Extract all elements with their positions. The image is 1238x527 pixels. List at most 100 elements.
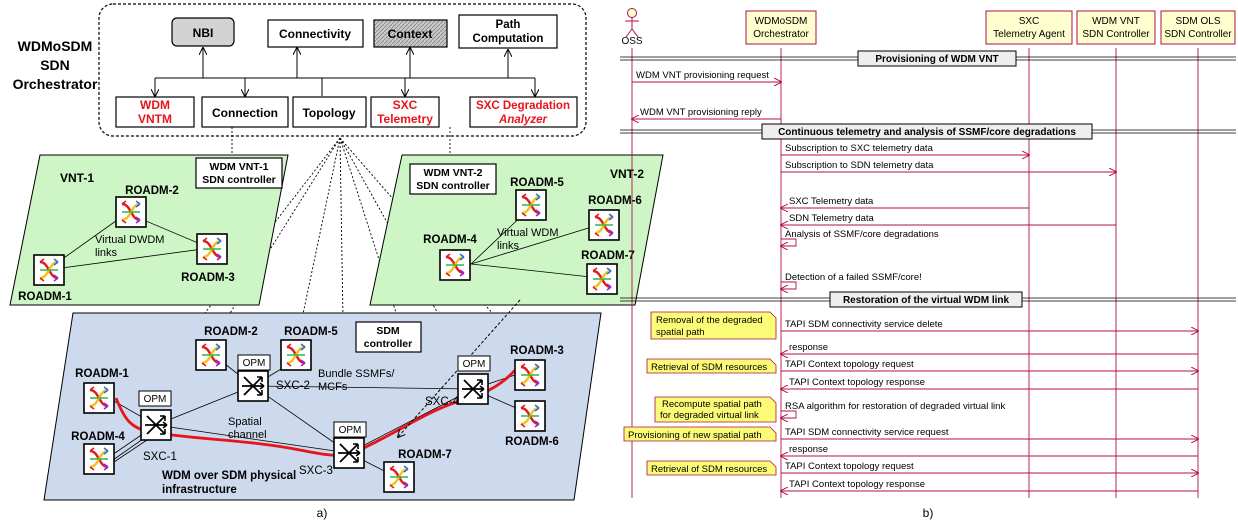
phys-roadm7-label: ROADM-7 — [398, 449, 452, 461]
opm-box-1 — [138, 390, 172, 407]
sxc-telemetry-label-1: SXC — [393, 98, 418, 112]
vnt2-virtual-wdm-1: Virtual WDM — [497, 227, 559, 239]
participant-vnt-2: SDN Controller — [1082, 29, 1150, 40]
msg-5: SXC Telemetry data — [789, 196, 874, 207]
participant-orch-1: WDMoSDM — [755, 16, 808, 27]
physical-panel: SDM controller OPM OPM OPM OPM ROADM-1 R… — [43, 299, 602, 501]
orchestrator-title-2: SDN — [40, 57, 70, 73]
opm-label-1: OPM — [144, 394, 167, 405]
vnt1-panel: VNT-1 WDM VNT-1 SDN controller ROADM-2 R… — [9, 154, 289, 306]
msg-15: response — [789, 444, 828, 455]
sdm-controller-box — [355, 321, 422, 353]
phys-roadm3-icon — [513, 358, 547, 392]
caption-b: b) — [923, 506, 934, 520]
sxc1-icon — [140, 409, 172, 441]
context-box — [373, 19, 448, 48]
msg-17: TAPI Context topology response — [789, 479, 925, 490]
svg-text:spatial path: spatial path — [656, 327, 705, 338]
opm-box-2 — [237, 354, 271, 371]
sdm-controller-2: controller — [364, 338, 412, 350]
phys-roadm1-icon — [82, 381, 116, 415]
vnt2-panel: VNT-2 WDM VNT-2 SDN controller ROADM-5 R… — [369, 154, 664, 306]
vnt2-roadm6-icon — [587, 208, 621, 242]
svg-text:Provisioning of new spatial pa: Provisioning of new spatial path — [628, 430, 762, 441]
sxc-degradation-box — [469, 96, 578, 128]
context-label: Context — [388, 27, 433, 41]
phys-roadm4-label: ROADM-4 — [71, 431, 125, 443]
vnt2-controller-1: WDM VNT-2 — [424, 167, 483, 179]
phys-roadm5-label: ROADM-5 — [284, 326, 338, 338]
sdm-controller-1: SDM — [376, 325, 400, 337]
connection-label: Connection — [212, 106, 278, 120]
vnt1-roadm3-label: ROADM-3 — [181, 272, 235, 284]
phys-roadm1-label: ROADM-1 — [75, 368, 129, 380]
spatial-channel-2: channel — [228, 429, 267, 441]
vnt2-roadm4-label: ROADM-4 — [423, 234, 477, 246]
connection-box — [201, 96, 289, 128]
phys-roadm6-label: ROADM-6 — [505, 436, 559, 448]
sxc3-icon — [333, 437, 365, 469]
connectivity-box — [267, 19, 364, 48]
sxc3-label: SXC-3 — [299, 465, 333, 477]
sxc-telemetry-box — [370, 96, 440, 128]
phys-roadm5-icon — [279, 338, 313, 372]
infra-label-1: WDM over SDM physical — [162, 470, 296, 482]
vnt2-roadm7-label: ROADM-7 — [581, 250, 635, 262]
note-5: Retrieval of SDM resources — [646, 460, 777, 476]
connectivity-label: Connectivity — [279, 27, 351, 41]
svg-text:Removal of the degraded: Removal of the degraded — [656, 315, 763, 326]
path-computation-box — [458, 14, 558, 49]
note-1: Removal of the degraded spatial path — [650, 311, 777, 340]
msg-16: TAPI Context topology request — [785, 461, 914, 472]
vnt1-roadm2-icon — [114, 195, 148, 229]
vnt1-virtual-dwdm-1: Virtual DWDM — [95, 234, 164, 246]
vnt2-roadm7-icon — [585, 262, 619, 296]
orchestrator-panel: WDMoSDM SDN Orchestrator NBI Connectivit… — [13, 3, 587, 137]
participant-ols-2: SDN Controller — [1164, 29, 1232, 40]
note-2: Retrieval of SDM resources — [646, 358, 777, 374]
svg-text:Restoration of the virtual WDM: Restoration of the virtual WDM link — [843, 295, 1010, 306]
vnt1-roadm2-label: ROADM-2 — [125, 185, 179, 197]
path-computation-label-1: Path — [496, 19, 521, 31]
msg-4: Subscription to SDN telemetry data — [785, 160, 934, 171]
msg-6: SDN Telemetry data — [789, 213, 875, 224]
sxc4-icon — [457, 373, 489, 405]
divider-2: Continuous telemetry and analysis of SSM… — [620, 123, 1236, 140]
msg-arrow-8 — [781, 281, 797, 289]
bundle-label-1: Bundle SSMFs/ — [318, 368, 395, 380]
msg-arrow-13 — [781, 410, 797, 418]
divider-3: Restoration of the virtual WDM link — [620, 291, 1236, 308]
participant-sxc-box — [985, 10, 1073, 45]
sxc2-icon — [237, 370, 269, 402]
vnt2-title: VNT-2 — [610, 167, 644, 181]
svg-text:Retrieval of SDM resources: Retrieval of SDM resources — [651, 362, 767, 373]
vnt2-controller-2: SDN controller — [416, 180, 490, 192]
participant-oss: OSS — [621, 36, 642, 47]
vnt1-controller-2: SDN controller — [202, 174, 276, 186]
sxc-degradation-label-2: Analyzer — [498, 114, 547, 126]
participant-ols-box — [1160, 10, 1236, 45]
sxc4-label: SXC-4 — [425, 396, 459, 408]
participant-orch-box — [745, 10, 817, 45]
sxc2-label: SXC-2 — [276, 380, 310, 392]
msg-14: TAPI SDM connectivity service request — [785, 427, 949, 438]
vnt1-title: VNT-1 — [60, 171, 94, 185]
participant-sxc-2: Telemetry Agent — [993, 29, 1065, 40]
svg-text:Provisioning of WDM VNT: Provisioning of WDM VNT — [875, 54, 998, 65]
caption-a: a) — [317, 506, 328, 520]
msg-10: response — [789, 342, 828, 353]
note-3: Recompute spatial path for degraded virt… — [654, 396, 777, 423]
svg-text:Retrieval of SDM resources: Retrieval of SDM resources — [651, 464, 767, 475]
msg-11: TAPI Context topology request — [785, 359, 914, 370]
divider-1: Provisioning of WDM VNT — [620, 50, 1236, 67]
msg-3: Subscription to SXC telemetry data — [785, 143, 934, 154]
opm-label-4: OPM — [463, 359, 486, 370]
phys-roadm6-icon — [513, 399, 547, 433]
vnt1-roadm1-icon — [32, 253, 66, 287]
wdm-vntm-label-2: VNTM — [138, 112, 172, 126]
participant-vnt-box — [1076, 10, 1156, 45]
opm-box-4 — [457, 355, 491, 372]
phys-roadm2-label: ROADM-2 — [204, 326, 258, 338]
topology-box — [292, 96, 367, 128]
orchestrator-title-1: WDMoSDM — [18, 38, 93, 54]
